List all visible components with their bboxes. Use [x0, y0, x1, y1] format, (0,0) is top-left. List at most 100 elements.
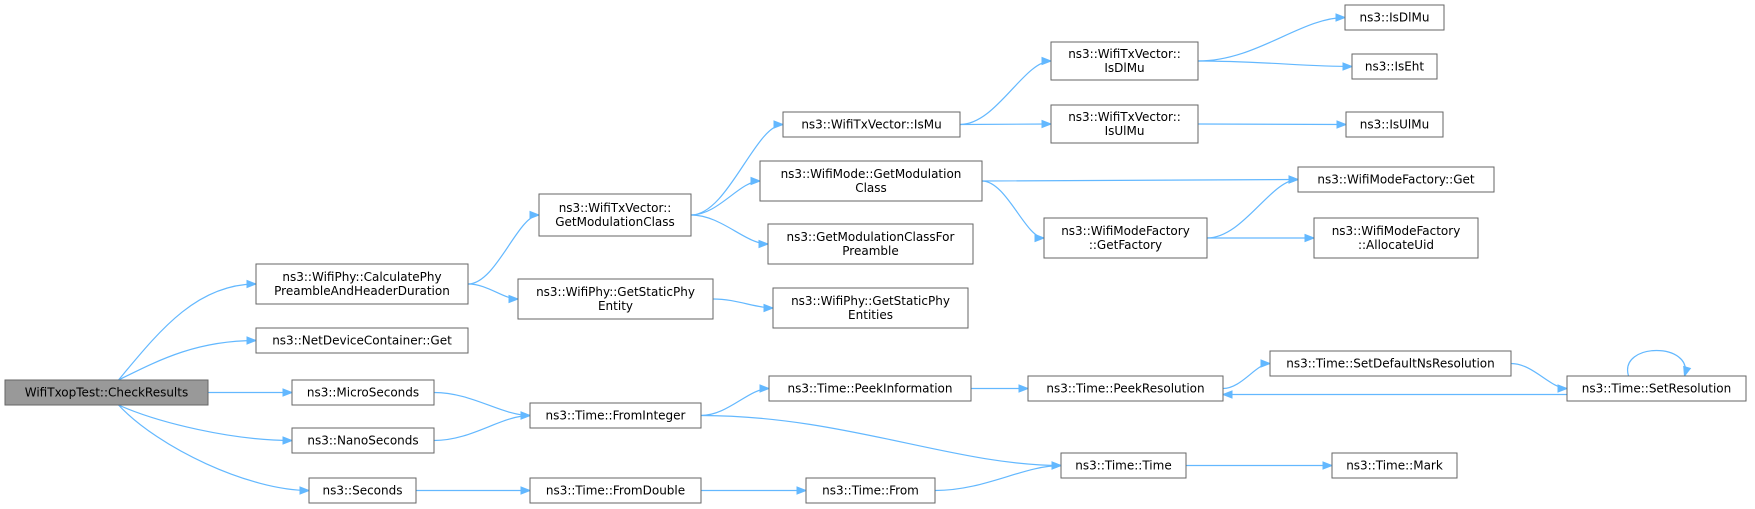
edge-arrowhead	[282, 436, 294, 445]
node-mode-get-mod-class[interactable]: ns3::WifiMode::GetModulationClass	[759, 160, 983, 202]
node-tx-is-dl-mu[interactable]: ns3::WifiTxVector::IsDlMu	[1050, 41, 1199, 81]
node-box	[1345, 111, 1444, 138]
node-is-dl-mu[interactable]: ns3::IsDlMu	[1344, 4, 1445, 31]
edge-arrowhead	[1260, 359, 1272, 368]
edge-arrowhead	[1322, 461, 1334, 470]
edge-is-mu-to-tx-is-dl-mu	[959, 60, 1052, 126]
edge-arrowhead	[282, 388, 294, 397]
node-box	[805, 477, 936, 504]
edge-get-mod-class-to-mode-get-mod-class	[690, 180, 761, 216]
node-label: ns3::IsEht	[1365, 60, 1425, 74]
node-label: Entity	[598, 299, 633, 313]
node-label: ns3::Time::PeekInformation	[787, 382, 952, 396]
node-factory-get[interactable]: ns3::WifiModeFactory::Get	[1297, 166, 1495, 193]
node-label: IsUlMu	[1105, 124, 1145, 138]
node-label: ns3::WifiModeFactory	[1332, 224, 1461, 238]
edge-arrowhead	[1221, 390, 1233, 399]
node-label: ns3::GetModulationClassFor	[787, 230, 955, 244]
node-from-integer[interactable]: ns3::Time::FromInteger	[529, 402, 702, 429]
node-box	[291, 379, 435, 406]
node-calc-phy[interactable]: ns3::WifiPhy::CalculatePhyPreambleAndHea…	[255, 263, 469, 305]
node-label: ns3::Seconds	[323, 484, 403, 498]
edge-root-to-calc-phy	[118, 283, 257, 381]
edge-arrowhead	[1034, 233, 1046, 243]
node-peek-info[interactable]: ns3::Time::PeekInformation	[768, 375, 972, 402]
node-get-mod-class[interactable]: ns3::WifiTxVector::GetModulationClass	[538, 193, 692, 237]
node-label: ns3::WifiTxVector::	[1068, 47, 1181, 61]
edges-layer	[118, 13, 1692, 495]
edge-arrowhead	[759, 384, 771, 393]
node-from-double[interactable]: ns3::Time::FromDouble	[529, 477, 702, 504]
node-label: ns3::Time::FromDouble	[546, 484, 685, 498]
edge-arrowhead	[246, 336, 258, 345]
edge-time-from-to-time-time	[934, 464, 1062, 492]
node-allocate-uid[interactable]: ns3::WifiModeFactory::AllocateUid	[1313, 217, 1479, 259]
node-label: ns3::Time::SetResolution	[1582, 382, 1731, 396]
node-root[interactable]: WifiTxopTest::CheckResults	[4, 379, 209, 406]
node-label: ns3::WifiModeFactory::Get	[1317, 173, 1474, 187]
node-label: ns3::Time::SetDefaultNsResolution	[1286, 357, 1495, 371]
node-box	[759, 160, 983, 202]
edge-root-to-nano	[118, 404, 293, 442]
node-label: ns3::Time::From	[822, 484, 919, 498]
node-peek-res[interactable]: ns3::Time::PeekResolution	[1027, 375, 1224, 402]
node-seconds[interactable]: ns3::Seconds	[308, 477, 417, 504]
node-box	[255, 263, 469, 305]
node-box	[517, 278, 714, 320]
edge-get-mod-class-to-is-mu	[690, 123, 784, 216]
node-nano[interactable]: ns3::NanoSeconds	[291, 427, 435, 454]
node-get-factory[interactable]: ns3::WifiModeFactory::GetFactory	[1043, 217, 1208, 259]
node-box	[1566, 375, 1747, 402]
edge-arrowhead	[1304, 233, 1316, 243]
node-box	[768, 375, 972, 402]
node-is-eht[interactable]: ns3::IsEht	[1351, 53, 1438, 80]
node-box	[1060, 452, 1187, 479]
node-is-mu[interactable]: ns3::WifiTxVector::IsMu	[782, 111, 961, 138]
node-tx-is-ul-mu[interactable]: ns3::WifiTxVector::IsUlMu	[1050, 104, 1199, 144]
node-label: IsDlMu	[1104, 61, 1144, 75]
node-box	[1313, 217, 1479, 259]
node-set-res[interactable]: ns3::Time::SetResolution	[1566, 375, 1747, 402]
node-box	[529, 402, 702, 429]
node-label: ns3::WifiTxVector::	[1068, 110, 1181, 124]
node-box	[308, 477, 417, 504]
node-ndc-get[interactable]: ns3::NetDeviceContainer::Get	[255, 327, 469, 354]
edge-arrowhead	[763, 303, 775, 313]
node-time-from[interactable]: ns3::Time::From	[805, 477, 936, 504]
edge-arrowhead	[1683, 365, 1692, 378]
node-micro[interactable]: ns3::MicroSeconds	[291, 379, 435, 406]
node-label: ns3::WifiPhy::GetStaticPhy	[791, 294, 950, 308]
node-box	[538, 193, 692, 237]
edge-arrowhead	[508, 294, 520, 304]
node-label: PreambleAndHeaderDuration	[274, 284, 450, 298]
edge-nano-to-from-integer	[433, 414, 531, 442]
edge-arrowhead	[1041, 119, 1053, 129]
edge-get-mod-class-to-mod-class-for-preamble	[690, 214, 769, 245]
edge-mode-get-mod-class-to-get-factory	[981, 180, 1045, 239]
node-box	[1297, 166, 1495, 193]
edge-arrowhead	[520, 486, 532, 495]
node-box	[1331, 452, 1458, 479]
node-is-ul-mu[interactable]: ns3::IsUlMu	[1345, 111, 1444, 138]
node-label: ns3::Time::Mark	[1346, 459, 1443, 473]
node-label: ns3::Time::Time	[1075, 459, 1171, 473]
node-time-mark[interactable]: ns3::Time::Mark	[1331, 452, 1458, 479]
edge-tx-is-dl-mu-to-is-eht	[1197, 60, 1353, 68]
node-box	[782, 111, 961, 138]
edge-arrowhead	[758, 239, 770, 249]
node-label: GetModulationClass	[555, 215, 675, 229]
node-box	[255, 327, 469, 354]
edge-arrowhead	[246, 279, 258, 289]
node-time-time[interactable]: ns3::Time::Time	[1060, 452, 1187, 479]
edge-set-res-to-set-res	[1627, 350, 1686, 377]
edge-arrowhead	[1335, 13, 1347, 22]
node-label: ns3::NanoSeconds	[307, 434, 418, 448]
node-label: ns3::WifiTxVector::	[559, 201, 672, 215]
node-set-default-ns-res[interactable]: ns3::Time::SetDefaultNsResolution	[1269, 350, 1512, 377]
edge-arrowhead	[1018, 384, 1030, 393]
edge-arrowhead	[750, 176, 762, 186]
